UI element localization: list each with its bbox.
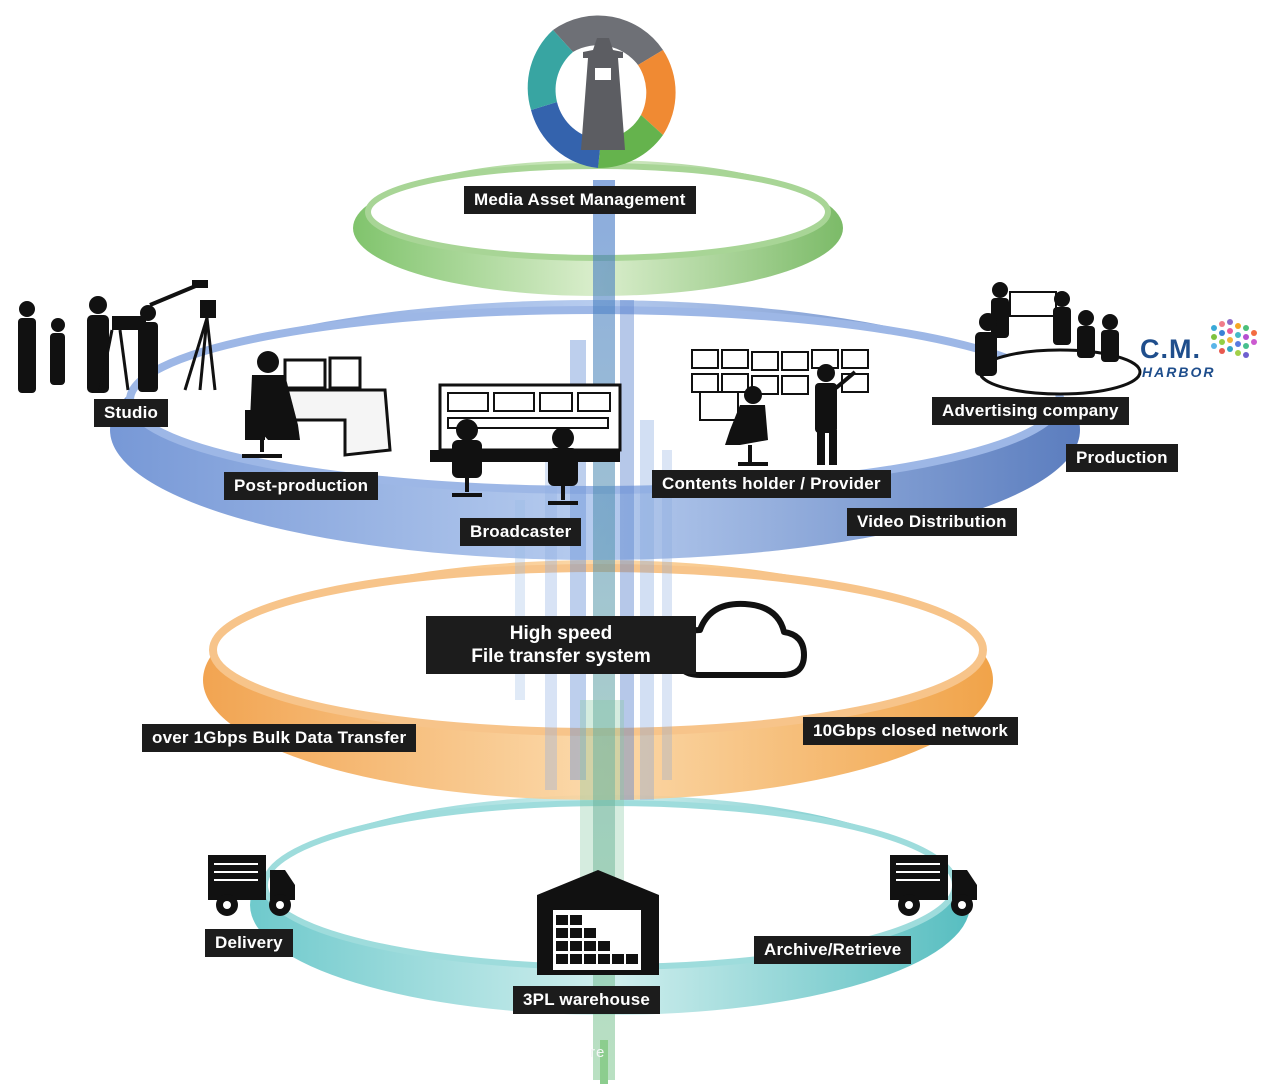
truck-icon [890, 855, 977, 916]
lighthouse-logo-icon [527, 15, 676, 169]
studio-crew-icon [18, 280, 217, 393]
mam-label: Media Asset Management [464, 186, 696, 214]
broadcaster-label: Broadcaster [460, 518, 582, 546]
high-speed-line2: File transfer system [471, 646, 651, 667]
advertising-label: Advertising company [932, 397, 1129, 425]
cm-harbor-logo-sub: HARBOR [1142, 364, 1216, 380]
video-distribution-label: Video Distribution [847, 508, 1017, 536]
meeting-table-icon [975, 282, 1142, 396]
closed-network-label: 10Gbps closed network [803, 717, 1019, 745]
warehouse-label: 3PL warehouse [513, 986, 661, 1014]
cm-harbor-logo-main: C.M. [1140, 334, 1201, 364]
studio-label: Studio [94, 399, 169, 427]
contents-holder-label: Contents holder / Provider [652, 470, 891, 498]
production-label: Production [1066, 444, 1178, 472]
post-production-label: Post-production [224, 472, 379, 500]
high-speed-transfer-label: High speed File transfer system [426, 616, 696, 674]
broadcast-control-icon [430, 383, 622, 505]
watermark-text: re [590, 1044, 606, 1061]
editor-desk-icon [242, 351, 392, 458]
archive-label: Archive/Retrieve [754, 936, 912, 964]
bulk-transfer-label: over 1Gbps Bulk Data Transfer [142, 724, 417, 752]
high-speed-line1: High speed [509, 623, 613, 644]
truck-icon [208, 855, 295, 916]
video-wall-icon [691, 349, 869, 466]
warehouse-icon [537, 870, 659, 975]
cm-harbor-dots-icon [1211, 319, 1257, 358]
delivery-label: Delivery [205, 929, 293, 957]
